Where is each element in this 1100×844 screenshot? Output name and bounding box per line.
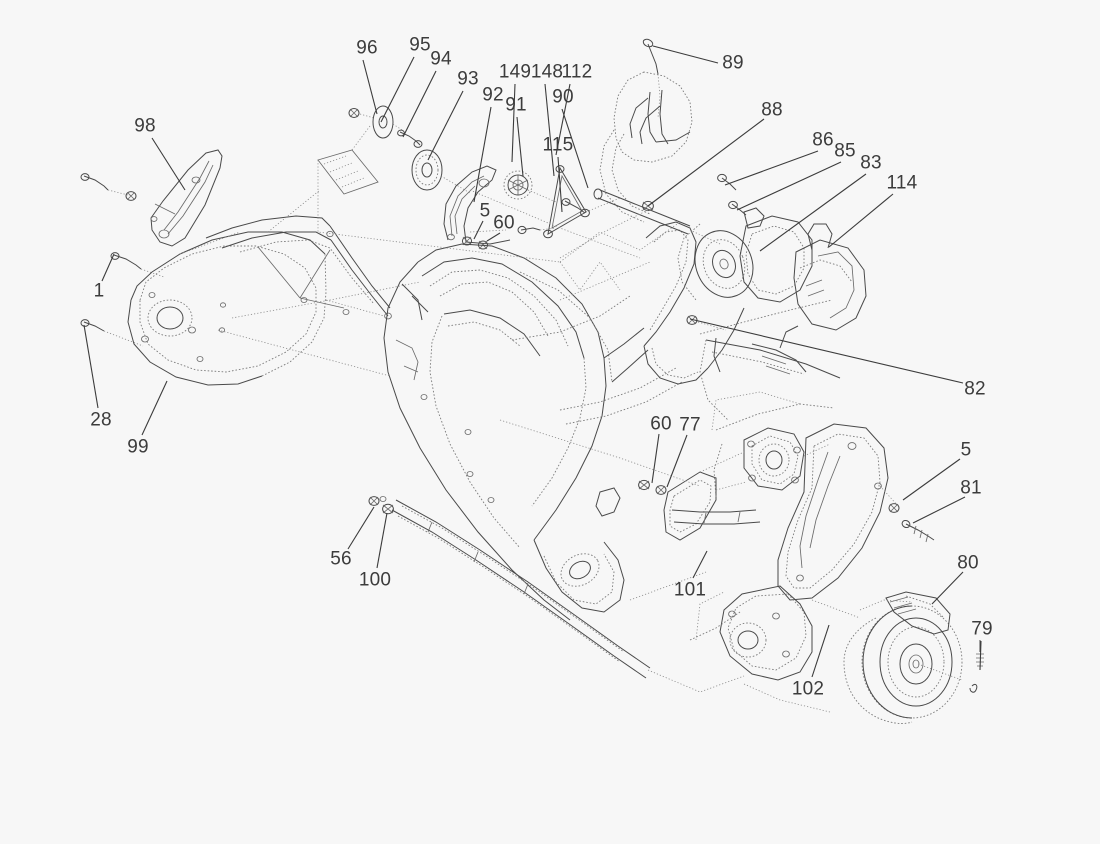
scraper-bar-assembly xyxy=(368,471,651,679)
mount-plate-101 xyxy=(638,471,761,541)
leader-line-5 xyxy=(473,220,484,240)
gasket-plate-upper xyxy=(317,149,379,195)
leader-line-1 xyxy=(101,253,115,282)
leader-line-94 xyxy=(402,70,437,138)
leader-line-102 xyxy=(811,624,830,678)
leader-line-60 xyxy=(651,433,660,484)
leader-line-112 xyxy=(555,83,571,156)
callout-leader-lines xyxy=(83,45,982,678)
leader-line-83 xyxy=(759,173,867,252)
leader-line-82 xyxy=(689,318,964,384)
leader-line-80 xyxy=(931,571,964,605)
leader-line-148 xyxy=(544,83,555,177)
leader-line-77 xyxy=(666,434,688,488)
leader-line-5 xyxy=(902,458,961,501)
leader-line-99 xyxy=(141,380,168,436)
leader-line-98 xyxy=(151,137,186,191)
leader-line-89 xyxy=(652,45,719,64)
leader-line-60 xyxy=(486,232,501,242)
leader-line-101 xyxy=(692,550,708,579)
part-99-side-plate xyxy=(127,231,327,386)
leader-line-95 xyxy=(380,56,415,123)
frame-arm-upper-left xyxy=(205,215,392,320)
leader-line-79 xyxy=(979,640,982,671)
part-98-bracket xyxy=(150,149,223,247)
leader-line-90 xyxy=(561,108,589,189)
leader-line-100 xyxy=(376,512,388,569)
gearbox-motor-assembly xyxy=(593,173,867,421)
leader-line-91 xyxy=(516,116,524,177)
fastener-group-5-81 xyxy=(888,503,935,543)
fastener-group-5-60-center xyxy=(461,225,557,250)
part-89-handle-assembly xyxy=(599,38,693,223)
leader-line-96 xyxy=(362,59,378,115)
part-102-side-plate xyxy=(689,423,889,681)
part-91-sprocket xyxy=(503,170,533,200)
part-92-lever-bracket xyxy=(443,165,557,245)
leader-line-114 xyxy=(828,193,894,248)
part-112-triangular-link xyxy=(543,165,621,239)
fastener-group-left xyxy=(80,173,165,347)
leader-line-92 xyxy=(473,106,492,203)
leader-line-88 xyxy=(647,118,765,207)
leader-line-56 xyxy=(347,506,375,550)
leader-line-86 xyxy=(724,150,819,186)
leader-line-93 xyxy=(427,90,464,161)
main-blower-housing xyxy=(383,243,683,621)
leader-line-149 xyxy=(511,83,516,163)
leader-line-115 xyxy=(557,156,563,213)
fastener-group-96-93 xyxy=(348,105,471,194)
part-80-wheel xyxy=(843,591,984,724)
flange-plate-assembly xyxy=(713,403,835,499)
leader-line-28 xyxy=(83,324,99,409)
leader-line-81 xyxy=(912,496,966,524)
assembly-reference-lines xyxy=(179,125,913,713)
leader-line-85 xyxy=(736,161,842,211)
